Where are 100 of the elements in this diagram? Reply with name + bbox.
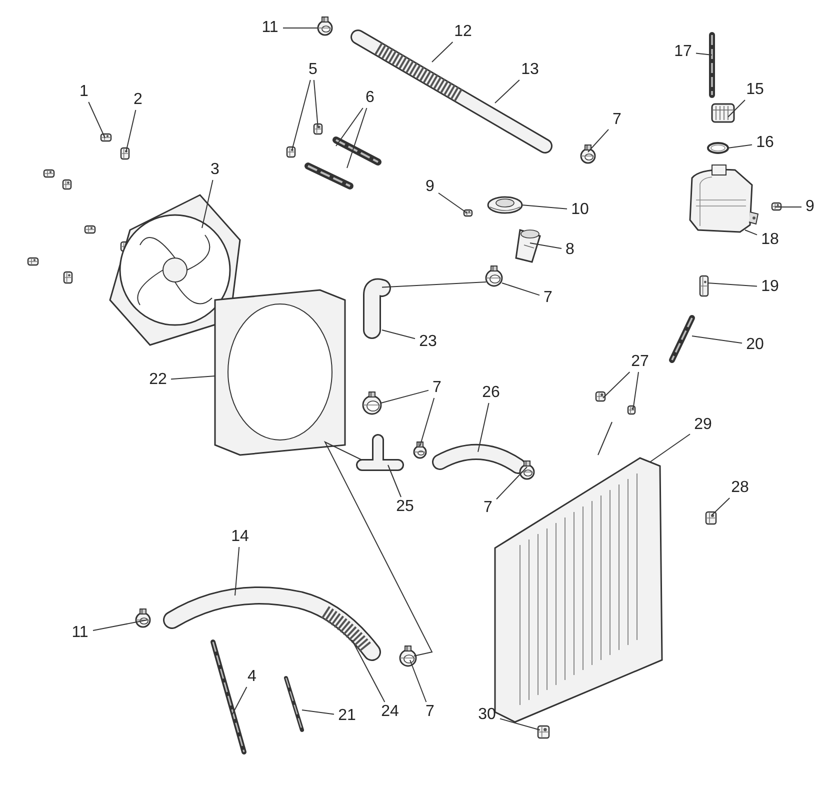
leader-line (352, 640, 386, 702)
reservoir-drawing (689, 164, 759, 233)
callout-number: 7 (610, 111, 624, 129)
hose-clamp-drawing (580, 144, 596, 164)
hose-clamp-drawing (362, 392, 382, 415)
leader-line (302, 710, 334, 715)
callout-number: 23 (417, 333, 439, 351)
leader-line (126, 110, 136, 152)
callout-number: 18 (759, 231, 781, 249)
callout-number: 21 (336, 707, 358, 725)
leader-line (650, 434, 690, 462)
leader-line (170, 376, 216, 380)
leader-line (744, 230, 758, 236)
rod-drawing (210, 640, 246, 754)
hose-clamp-drawing (485, 266, 503, 287)
assembly-line (324, 440, 433, 656)
leader-line (478, 402, 490, 452)
leader-line (438, 192, 468, 214)
hose-drawing (432, 444, 526, 474)
rod-drawing (284, 676, 304, 732)
callout-number: 26 (480, 384, 502, 402)
callout-number: 10 (569, 201, 591, 219)
clip-nut-drawing (120, 147, 130, 160)
callout-number: 29 (692, 416, 714, 434)
fitting-drawing (699, 275, 709, 297)
callout-number: 7 (542, 289, 554, 307)
leader-line (232, 686, 248, 716)
hose-clamp-drawing (317, 16, 333, 36)
hose-clamp-drawing (135, 608, 151, 628)
fan-shroud-drawing (214, 289, 346, 456)
callout-number: 2 (132, 91, 144, 109)
leader-line (500, 718, 540, 730)
hose-drawing (363, 278, 391, 339)
leader-line (388, 464, 402, 498)
bolt-drawing (463, 209, 473, 217)
leader-line (432, 42, 454, 62)
callout-number: 20 (744, 336, 766, 354)
leader-line (202, 180, 214, 228)
hose-drawing (163, 586, 381, 661)
thermostat-housing-drawing (515, 229, 541, 263)
callout-number: 5 (306, 61, 320, 79)
callout-number: 1 (78, 83, 90, 101)
callout-number: 15 (744, 81, 766, 99)
tube-drawing (332, 136, 382, 166)
tube-drawing (709, 32, 715, 98)
radiator-cap-drawing (487, 196, 523, 214)
bolt-drawing (705, 511, 717, 525)
hose-clamp-drawing (519, 460, 535, 480)
corrugated-sleeve-drawing (374, 42, 464, 102)
leader-line (728, 144, 752, 148)
hose-clamp-drawing (413, 442, 427, 459)
callout-number: 30 (476, 706, 498, 724)
leader-line (382, 330, 416, 340)
leader-line (602, 372, 630, 398)
callout-number: 25 (394, 498, 416, 516)
leader-line (708, 282, 758, 287)
bolt-drawing (100, 133, 112, 142)
leader-line (632, 372, 639, 410)
leader-line (696, 52, 712, 56)
drain-plug-drawing (537, 725, 550, 739)
callout-number: 12 (452, 23, 474, 41)
callout-number: 7 (430, 379, 444, 397)
nut-drawing (595, 391, 606, 402)
callout-number: 27 (629, 353, 651, 371)
leader-line (588, 128, 609, 152)
leader-line (234, 546, 240, 596)
assembly-line (382, 282, 486, 288)
callout-number: 19 (759, 278, 781, 296)
fan-drawing (109, 194, 241, 346)
leader-line (712, 498, 730, 516)
leader-line (522, 204, 568, 210)
callout-number: 8 (564, 241, 576, 259)
leader-line (88, 102, 106, 138)
hose-clamp-drawing (399, 646, 417, 667)
leader-line (410, 660, 427, 702)
leader-line (692, 336, 742, 344)
callout-number: 4 (246, 668, 258, 686)
tube-drawing (669, 315, 695, 363)
o-ring-drawing (707, 142, 729, 154)
callout-number: 11 (69, 624, 91, 642)
leader-line (774, 206, 802, 208)
callout-number: 13 (519, 61, 541, 79)
leader-line (420, 398, 435, 446)
callout-number: 11 (259, 19, 281, 37)
callout-number: 3 (208, 161, 222, 179)
callout-number: 28 (729, 479, 751, 497)
leader-line (728, 100, 746, 118)
bolt-drawing (771, 202, 782, 211)
leader-line (336, 108, 364, 146)
clip-nut-drawing (313, 123, 323, 135)
callout-number: 17 (672, 43, 694, 61)
leader-line (496, 466, 528, 500)
callout-number: 6 (364, 89, 376, 107)
leader-line (292, 80, 311, 150)
leader-line (313, 80, 318, 128)
leader-line (530, 242, 562, 249)
leader-line (380, 390, 429, 404)
leader-line (494, 80, 520, 104)
callout-number: 9 (804, 198, 816, 216)
callout-number: 9 (424, 178, 436, 196)
